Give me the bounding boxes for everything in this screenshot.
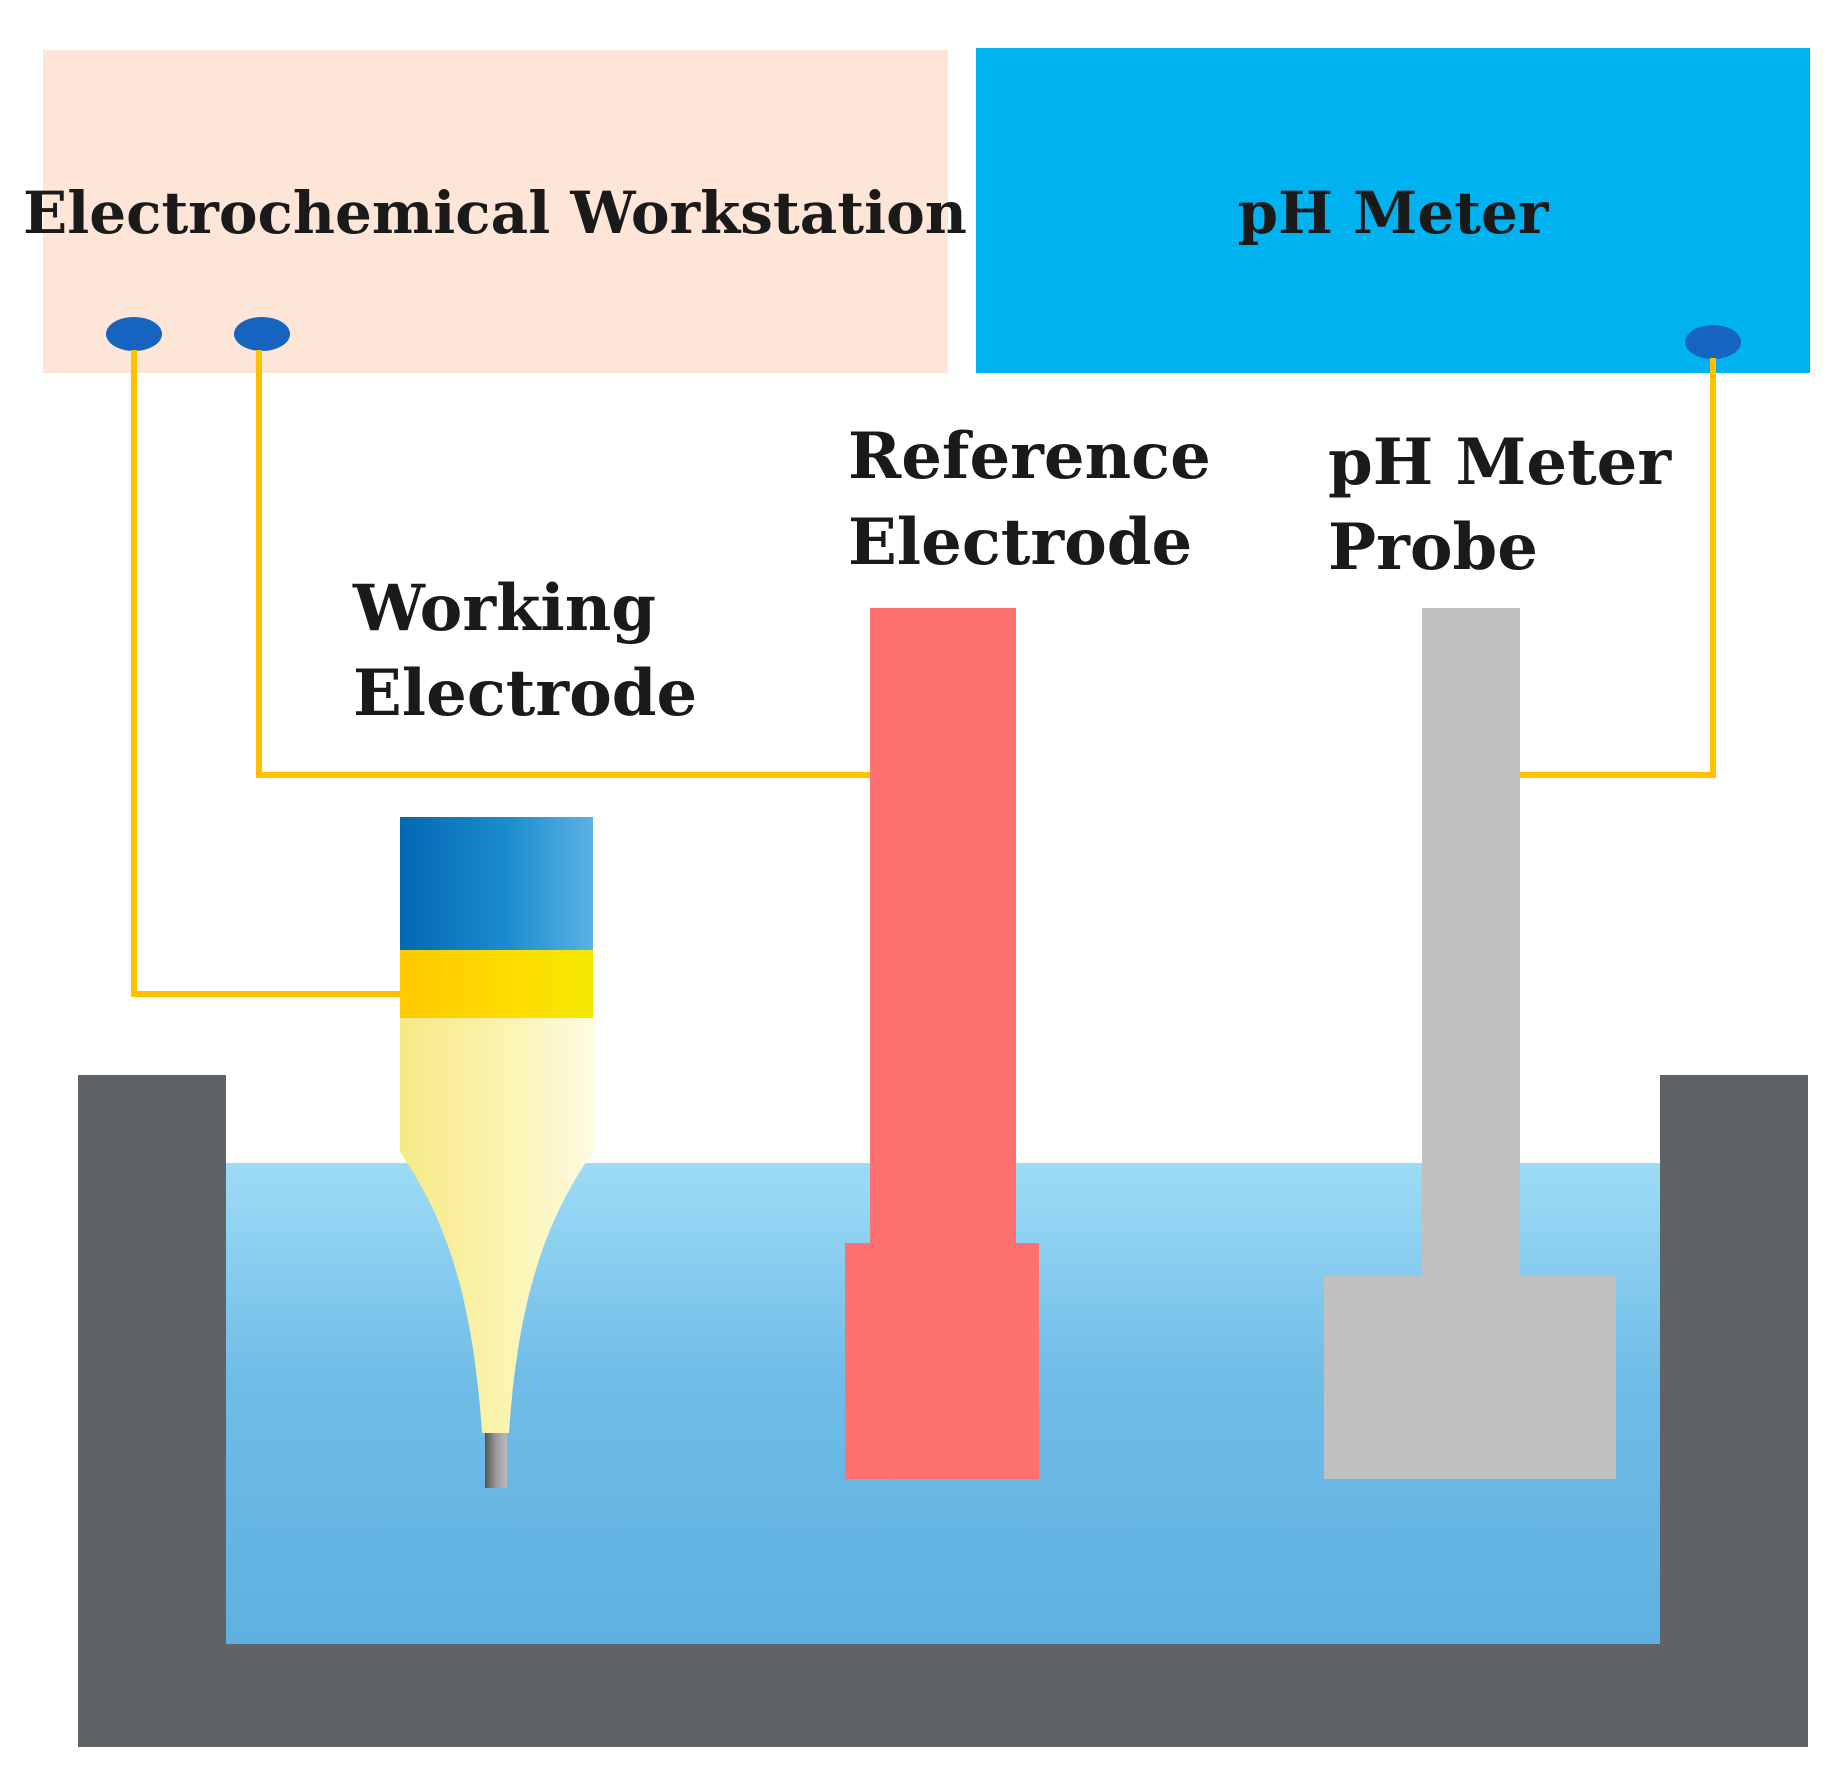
- reference-electrode-label-line2: Electrode: [848, 505, 1192, 580]
- wires: [131, 350, 1716, 997]
- ph-probe-stem: [1422, 608, 1520, 1280]
- wire-ph-probe: [1512, 358, 1716, 778]
- reference-electrode-stem: [870, 608, 1016, 1248]
- ph-probe-base: [1324, 1276, 1616, 1479]
- reference-electrode-base: [845, 1243, 1039, 1479]
- reference-electrode-label-line1: Reference: [848, 419, 1211, 494]
- workstation-connector-1: [106, 317, 162, 351]
- ph-meter-probe: pH Meter Probe: [1324, 425, 1672, 1479]
- container-right-wall: [1660, 1075, 1808, 1747]
- wire-working-electrode: [131, 350, 405, 997]
- working-electrode-label-line2: Electrode: [353, 656, 697, 731]
- working-electrode-body: [400, 1018, 593, 1433]
- ph-meter-box: [976, 48, 1810, 373]
- reference-electrode: Reference Electrode: [845, 419, 1211, 1479]
- container-bottom: [78, 1644, 1808, 1747]
- container-left-wall: [78, 1075, 226, 1747]
- ph-probe-label-line2: Probe: [1328, 510, 1538, 585]
- working-electrode: Working Electrode: [352, 571, 697, 1488]
- electrochemical-workstation: Electrochemical Workstation: [23, 50, 967, 373]
- workstation-connector-2: [234, 317, 290, 351]
- ph-meter: pH Meter: [976, 48, 1810, 373]
- workstation-label: Electrochemical Workstation: [23, 179, 967, 247]
- workstation-box: [43, 50, 948, 373]
- ph-meter-connector: [1685, 325, 1741, 359]
- working-electrode-label-line1: Working: [352, 571, 656, 646]
- ph-meter-label: pH Meter: [1238, 179, 1550, 247]
- working-electrode-band: [400, 950, 593, 1020]
- wire-reference-electrode: [256, 350, 876, 778]
- working-electrode-cap: [400, 817, 593, 952]
- ph-probe-label-line1: pH Meter: [1328, 425, 1672, 500]
- working-electrode-tip: [485, 1433, 507, 1488]
